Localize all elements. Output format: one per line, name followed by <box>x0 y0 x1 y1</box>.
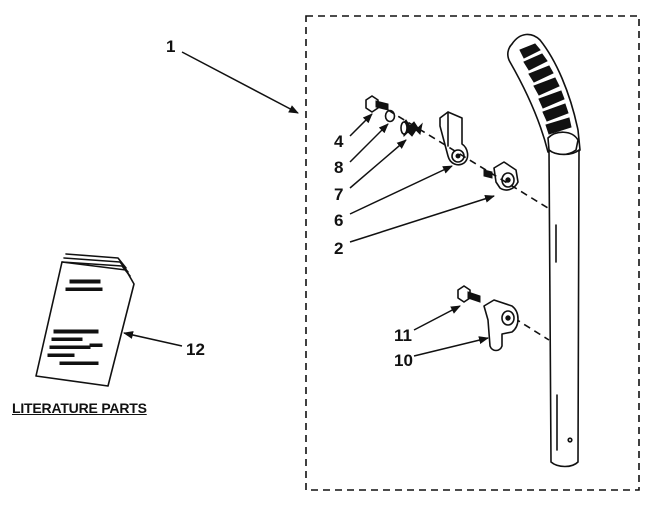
callout-4: 4 <box>334 132 344 151</box>
bracket-part-2 <box>483 161 519 191</box>
assembly-axis-lower <box>513 317 550 341</box>
literature-parts-heading: LITERATURE PARTS <box>12 400 147 416</box>
leader-4 <box>349 113 373 137</box>
kit-boundary <box>305 15 640 491</box>
leader-2 <box>349 194 495 243</box>
callout-10: 10 <box>394 351 413 370</box>
callout-12: 12 <box>186 340 205 359</box>
screw-part-11 <box>457 285 481 303</box>
callout-8: 8 <box>334 158 343 177</box>
leader-1 <box>181 51 299 114</box>
spring-part-7 <box>400 119 423 138</box>
screw-part-4 <box>365 95 389 113</box>
leader-11 <box>413 305 461 331</box>
handle-tube <box>507 33 581 468</box>
leader-10 <box>413 336 489 357</box>
leader-7 <box>349 139 407 189</box>
latch-part-6 <box>439 111 469 166</box>
clip-part-10 <box>483 299 519 352</box>
callout-2: 2 <box>334 239 343 258</box>
leader-6 <box>349 165 453 215</box>
callout-11: 11 <box>394 326 412 345</box>
leader-12 <box>123 331 183 347</box>
leader-8 <box>349 123 389 163</box>
callout-6: 6 <box>334 211 343 230</box>
callout-7: 7 <box>334 185 343 204</box>
assembly-axis-upper <box>387 109 549 209</box>
callout-1: 1 <box>166 37 175 56</box>
literature-booklet-part-12 <box>35 253 135 387</box>
